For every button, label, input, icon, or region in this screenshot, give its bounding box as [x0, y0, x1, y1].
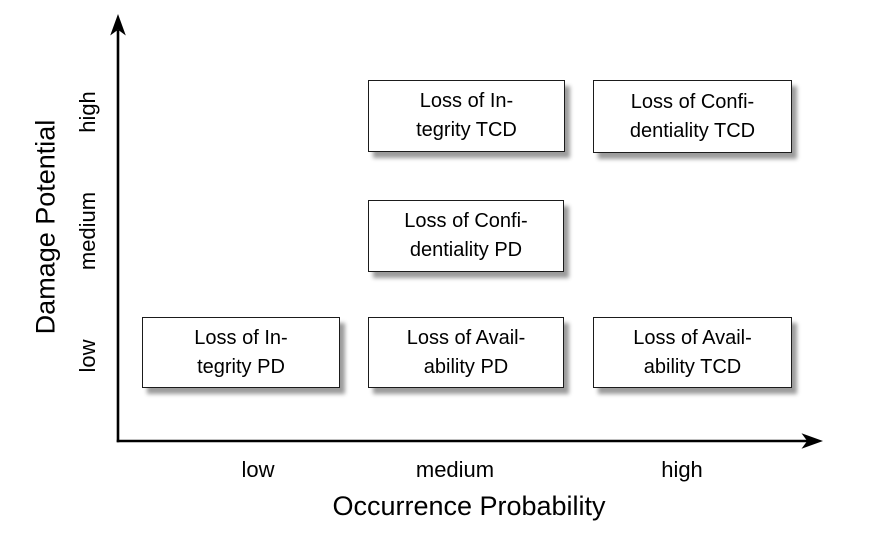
- node-label: Loss of Avail- ability TCD: [633, 326, 752, 378]
- node-loss-of-availability-tcd: Loss of Avail- ability TCD: [593, 317, 792, 388]
- x-tick-low: low: [241, 457, 275, 482]
- node-label: Loss of Confi- dentiality PD: [404, 210, 528, 261]
- x-axis-label: Occurrence Probability: [332, 491, 606, 521]
- node-loss-of-confidentiality-tcd: Loss of Confi- dentiality TCD: [593, 80, 792, 153]
- y-tick-low: low: [75, 339, 100, 373]
- node-label: Loss of Confi- dentiality TCD: [629, 90, 756, 142]
- x-axis-arrowhead-icon: [801, 433, 823, 449]
- node-loss-of-confidentiality-pd: Loss of Confi- dentiality PD: [368, 200, 564, 272]
- node-label: Loss of Avail- ability PD: [406, 326, 526, 378]
- y-axis-arrowhead-icon: [110, 14, 126, 36]
- y-axis-label: Damage Potential: [30, 119, 61, 335]
- node-label: Loss of In- tegrity TCD: [416, 90, 517, 141]
- node-loss-of-availability-pd: Loss of Avail- ability PD: [368, 317, 564, 388]
- y-tick-high: high: [75, 91, 100, 133]
- y-tick-medium: medium: [75, 191, 100, 271]
- x-tick-high: high: [661, 457, 703, 482]
- node-loss-of-integrity-tcd: Loss of In- tegrity TCD: [368, 80, 565, 152]
- node-loss-of-integrity-pd: Loss of In- tegrity PD: [142, 317, 340, 388]
- node-label: Loss of In- tegrity PD: [194, 326, 288, 378]
- x-tick-medium: medium: [415, 457, 495, 482]
